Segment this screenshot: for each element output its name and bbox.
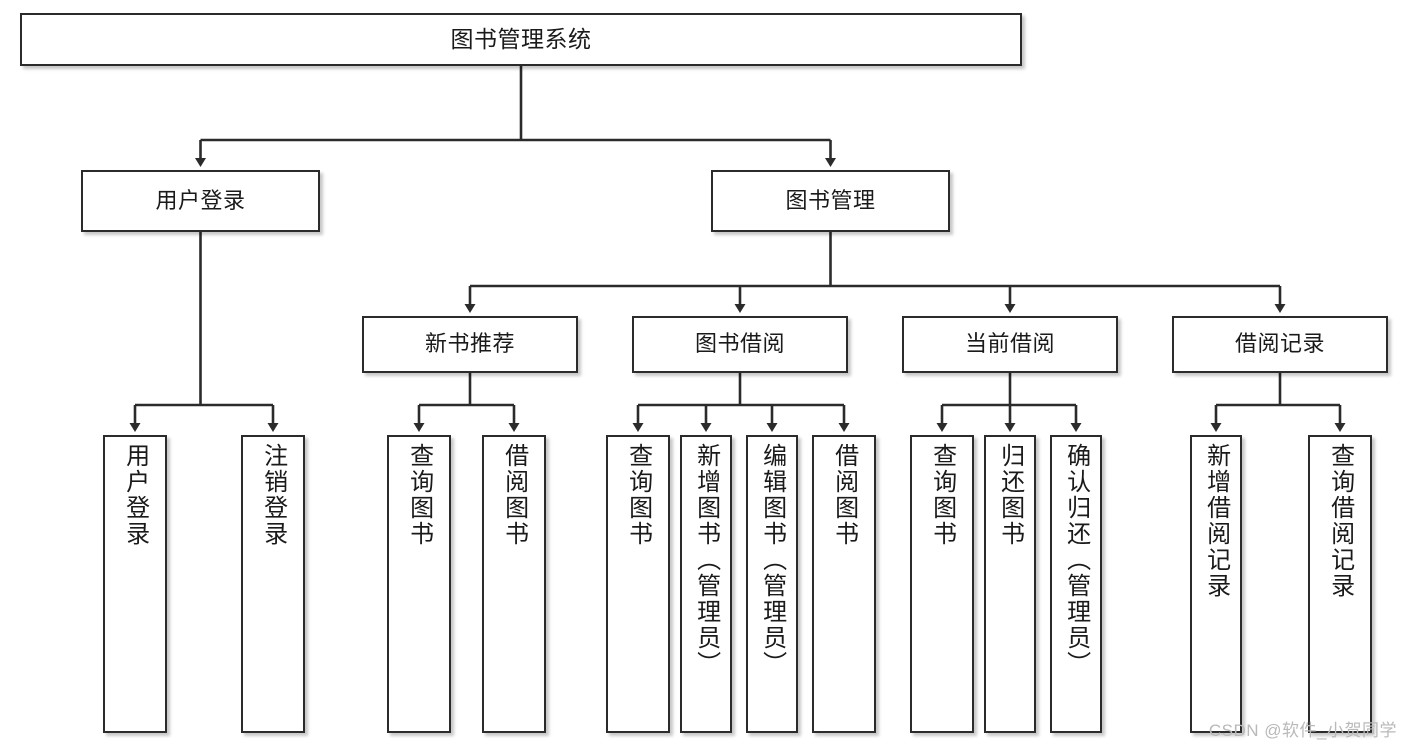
node-root-label: 图书管理系统 bbox=[450, 25, 592, 52]
node-book-borrow[interactable]: 图书借阅 bbox=[632, 316, 848, 373]
node-current-borrow[interactable]: 当前借阅 bbox=[902, 316, 1118, 373]
node-book-manage-label: 图书管理 bbox=[785, 187, 876, 213]
node-leaf-add-book-label: 新增图书（管理员） bbox=[692, 443, 720, 677]
node-leaf-query-record[interactable]: 查询借阅记录 bbox=[1308, 435, 1372, 733]
node-new-book-rec-label: 新书推荐 bbox=[424, 331, 515, 357]
node-leaf-edit-book[interactable]: 编辑图书（管理员） bbox=[746, 435, 798, 733]
node-leaf-return-book-label: 归还图书 bbox=[996, 443, 1024, 547]
node-leaf-edit-book-label: 编辑图书（管理员） bbox=[758, 443, 786, 677]
node-leaf-query-book-2-label: 查询图书 bbox=[624, 443, 652, 547]
node-book-manage[interactable]: 图书管理 bbox=[711, 170, 950, 232]
node-leaf-user-login[interactable]: 用户登录 bbox=[103, 435, 167, 733]
node-current-borrow-label: 当前借阅 bbox=[964, 331, 1055, 357]
node-leaf-return-book[interactable]: 归还图书 bbox=[984, 435, 1036, 733]
node-leaf-borrow-book-2-label: 借阅图书 bbox=[830, 443, 858, 547]
node-leaf-confirm-return-label: 确认归还（管理员） bbox=[1062, 443, 1090, 677]
node-leaf-add-record-label: 新增借阅记录 bbox=[1202, 443, 1230, 599]
node-leaf-query-book-1[interactable]: 查询图书 bbox=[387, 435, 451, 733]
node-leaf-user-login-label: 用户登录 bbox=[121, 443, 149, 547]
node-user-login[interactable]: 用户登录 bbox=[81, 170, 320, 232]
node-leaf-query-record-label: 查询借阅记录 bbox=[1326, 443, 1354, 599]
node-leaf-query-book-1-label: 查询图书 bbox=[405, 443, 433, 547]
node-root[interactable]: 图书管理系统 bbox=[20, 13, 1022, 66]
node-leaf-add-record[interactable]: 新增借阅记录 bbox=[1190, 435, 1242, 733]
node-leaf-query-book-2[interactable]: 查询图书 bbox=[606, 435, 670, 733]
node-leaf-borrow-book-1-label: 借阅图书 bbox=[500, 443, 528, 547]
node-leaf-query-book-3[interactable]: 查询图书 bbox=[910, 435, 974, 733]
node-borrow-record[interactable]: 借阅记录 bbox=[1172, 316, 1388, 373]
node-leaf-borrow-book-1[interactable]: 借阅图书 bbox=[482, 435, 546, 733]
node-leaf-logout[interactable]: 注销登录 bbox=[241, 435, 305, 733]
node-borrow-record-label: 借阅记录 bbox=[1234, 331, 1325, 357]
node-leaf-borrow-book-2[interactable]: 借阅图书 bbox=[812, 435, 876, 733]
node-leaf-add-book[interactable]: 新增图书（管理员） bbox=[680, 435, 732, 733]
node-new-book-rec[interactable]: 新书推荐 bbox=[362, 316, 578, 373]
node-user-login-label: 用户登录 bbox=[155, 187, 246, 213]
node-book-borrow-label: 图书借阅 bbox=[694, 331, 785, 357]
node-leaf-confirm-return[interactable]: 确认归还（管理员） bbox=[1050, 435, 1102, 733]
node-leaf-logout-label: 注销登录 bbox=[259, 443, 287, 547]
node-leaf-query-book-3-label: 查询图书 bbox=[928, 443, 956, 547]
watermark: CSDN @软件_小贺同学 bbox=[1208, 721, 1397, 740]
